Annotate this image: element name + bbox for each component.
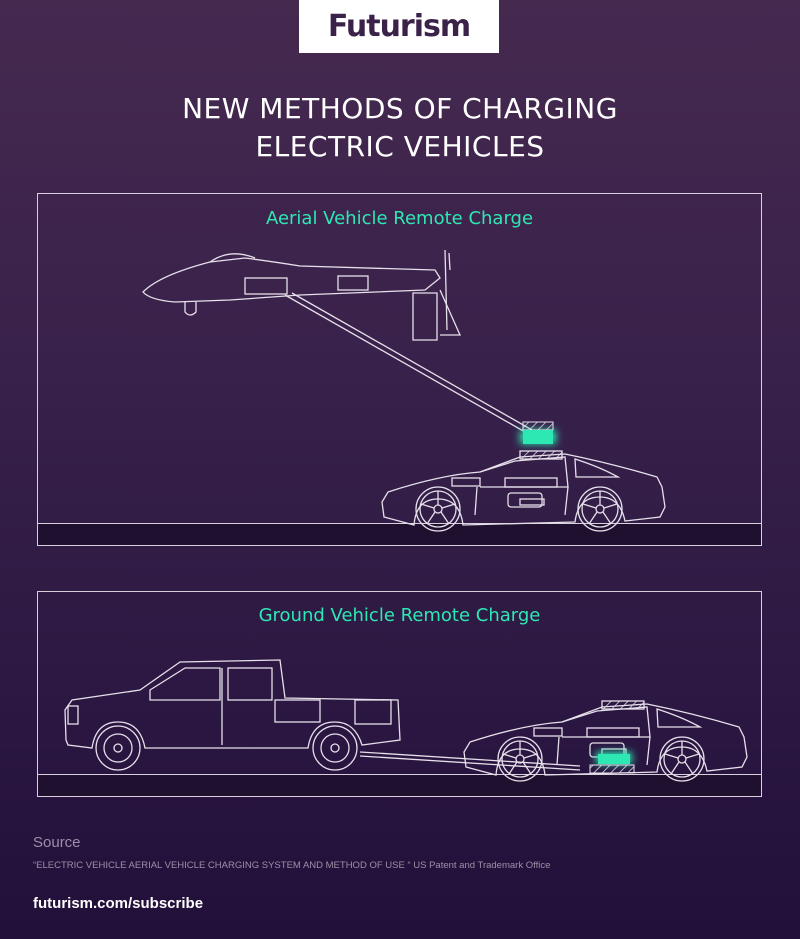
pickup-truck-illustration [64,659,581,771]
ground-strip [38,774,761,796]
logo-text: Futurism [327,9,471,44]
drone-illustration [142,249,533,433]
source-heading: Source [33,834,81,851]
charge-pad [523,430,553,444]
ground-charger [589,764,635,774]
sports-car-aerial [382,451,665,531]
title-line-2: ELECTRIC VEHICLES [255,130,545,163]
title-line-1: NEW METHODS OF CHARGING [182,92,618,125]
ground-strip [38,523,761,545]
panel-title: Ground Vehicle Remote Charge [258,605,541,626]
page-title: NEW METHODS OF CHARGING ELECTRIC VEHICLE… [0,90,800,166]
source-text: “ELECTRIC VEHICLE AERIAL VEHICLE CHARGIN… [33,860,551,871]
subscribe-link[interactable]: futurism.com/subscribe [33,895,204,912]
aerial-charge-panel: Aerial Vehicle Remote Charge [37,193,762,546]
charge-pad [598,754,630,764]
charge-connector [522,421,554,431]
futurism-logo: Futurism [299,0,499,53]
ground-charge-panel: Ground Vehicle Remote Charge [37,591,762,797]
panel-title: Aerial Vehicle Remote Charge [265,208,534,229]
